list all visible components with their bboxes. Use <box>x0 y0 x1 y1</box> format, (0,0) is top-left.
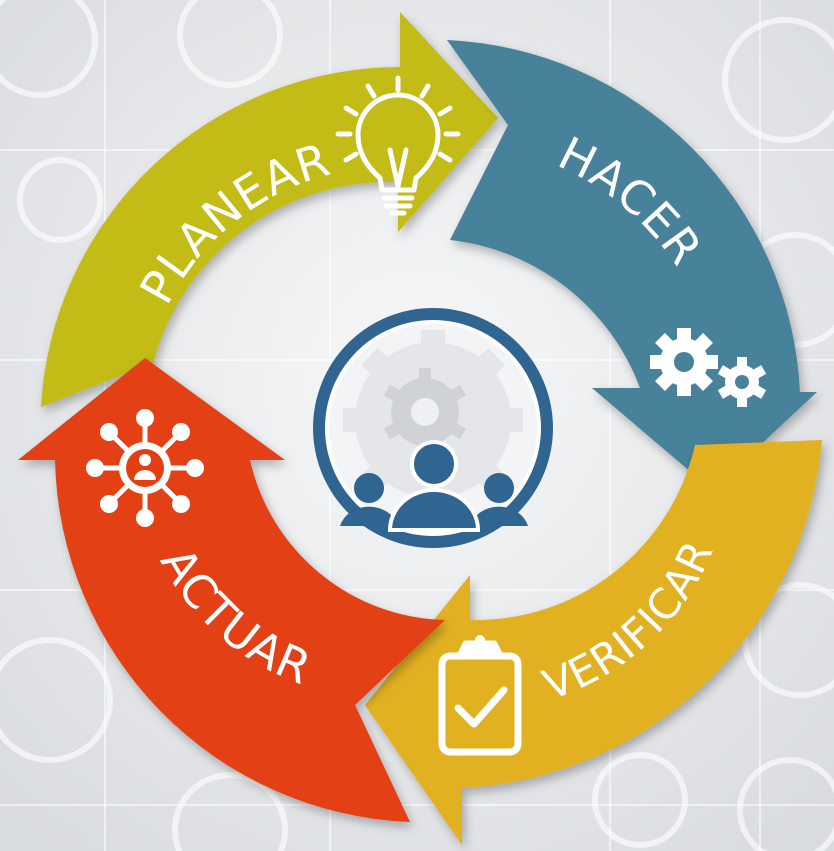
plan-arrow <box>41 12 498 407</box>
gears-icon <box>650 328 767 407</box>
gear-team-icon <box>313 308 553 548</box>
check-arrow <box>365 440 822 845</box>
lightbulb-icon <box>335 75 461 216</box>
team-network-icon <box>86 409 204 527</box>
clipboard-check-icon <box>438 635 522 756</box>
